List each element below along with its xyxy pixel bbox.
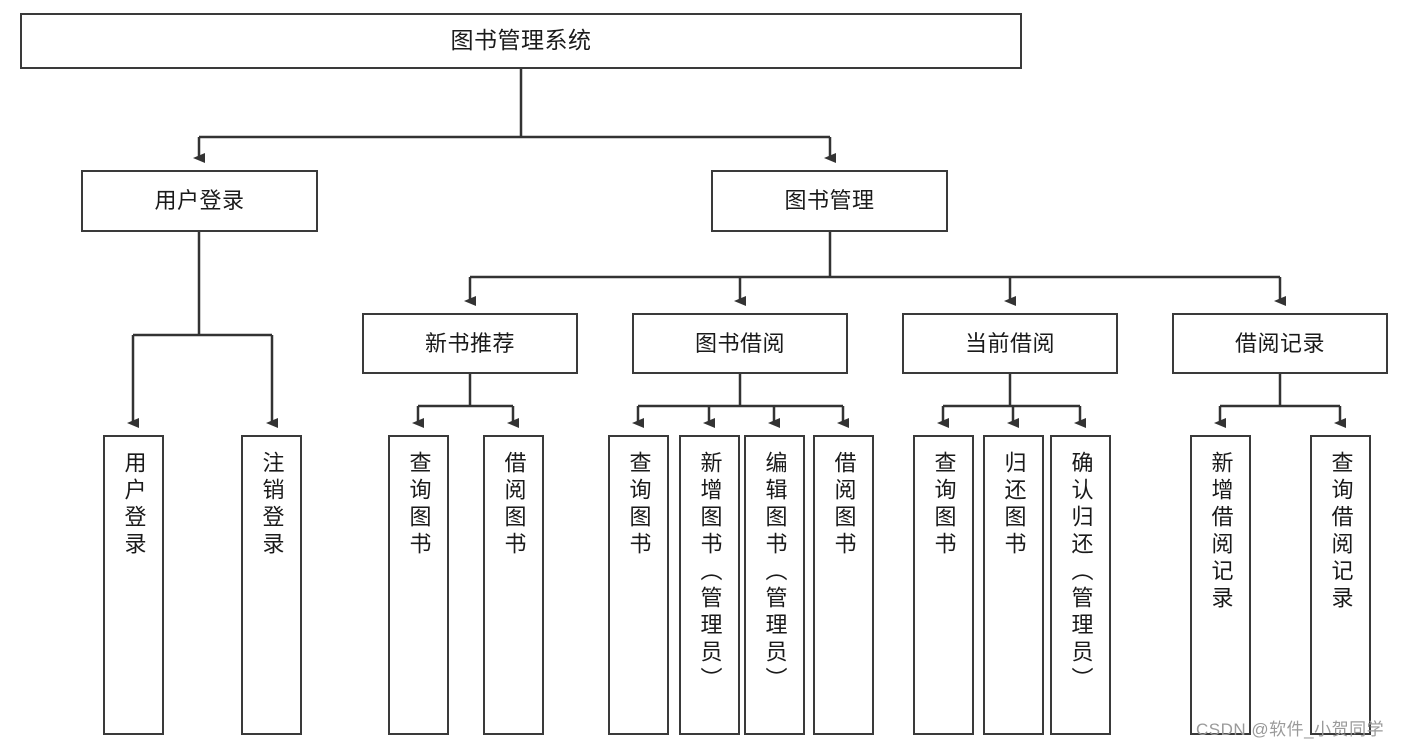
node-current-borrow[interactable]: 当前借阅 bbox=[902, 313, 1118, 374]
csdn-watermark: CSDN @软件_小贺同学 bbox=[1196, 720, 1385, 739]
node-leaf-borrow-book[interactable]: 借阅图书 bbox=[813, 435, 874, 735]
node-root-system[interactable]: 图书管理系统 bbox=[20, 13, 1022, 69]
node-label: 查询图书 bbox=[626, 451, 652, 559]
node-leaf-query-book-recommend[interactable]: 查询图书 bbox=[388, 435, 449, 735]
node-leaf-user-login[interactable]: 用户登录 bbox=[103, 435, 164, 735]
node-label: 用户登录 bbox=[121, 451, 147, 559]
node-book-borrow[interactable]: 图书借阅 bbox=[632, 313, 848, 374]
node-label: 归还图书 bbox=[1001, 451, 1027, 559]
node-leaf-logout[interactable]: 注销登录 bbox=[241, 435, 302, 735]
node-leaf-return-book[interactable]: 归还图书 bbox=[983, 435, 1044, 735]
node-label: 当前借阅 bbox=[964, 330, 1055, 356]
node-label: 新增借阅记录 bbox=[1208, 451, 1234, 613]
node-label: 图书借阅 bbox=[694, 330, 785, 356]
node-label: 注销登录 bbox=[259, 451, 285, 559]
node-label: 确认归还（管理员） bbox=[1068, 451, 1094, 694]
node-leaf-add-borrow-record[interactable]: 新增借阅记录 bbox=[1190, 435, 1251, 735]
node-new-book-recommend[interactable]: 新书推荐 bbox=[362, 313, 578, 374]
node-label: 查询图书 bbox=[931, 451, 957, 559]
node-label: 查询借阅记录 bbox=[1328, 451, 1354, 613]
node-label: 编辑图书（管理员） bbox=[762, 451, 788, 694]
node-label: 借阅记录 bbox=[1234, 330, 1325, 356]
node-leaf-borrow-book-recommend[interactable]: 借阅图书 bbox=[483, 435, 544, 735]
node-label: 新增图书（管理员） bbox=[697, 451, 723, 694]
node-label: 查询图书 bbox=[406, 451, 432, 559]
node-leaf-query-book-current[interactable]: 查询图书 bbox=[913, 435, 974, 735]
node-leaf-query-borrow-record[interactable]: 查询借阅记录 bbox=[1310, 435, 1371, 735]
node-book-manage[interactable]: 图书管理 bbox=[711, 170, 948, 232]
node-label: 图书管理 bbox=[784, 188, 875, 214]
node-label: 图书管理系统 bbox=[450, 27, 592, 54]
node-leaf-edit-book-admin[interactable]: 编辑图书（管理员） bbox=[744, 435, 805, 735]
node-label: 借阅图书 bbox=[501, 451, 527, 559]
node-label: 用户登录 bbox=[154, 188, 245, 214]
node-leaf-confirm-return-admin[interactable]: 确认归还（管理员） bbox=[1050, 435, 1111, 735]
node-borrow-record[interactable]: 借阅记录 bbox=[1172, 313, 1388, 374]
node-label: 借阅图书 bbox=[831, 451, 857, 559]
node-user-login[interactable]: 用户登录 bbox=[81, 170, 318, 232]
node-leaf-add-book-admin[interactable]: 新增图书（管理员） bbox=[679, 435, 740, 735]
node-label: 新书推荐 bbox=[424, 330, 515, 356]
node-leaf-query-book-borrow[interactable]: 查询图书 bbox=[608, 435, 669, 735]
